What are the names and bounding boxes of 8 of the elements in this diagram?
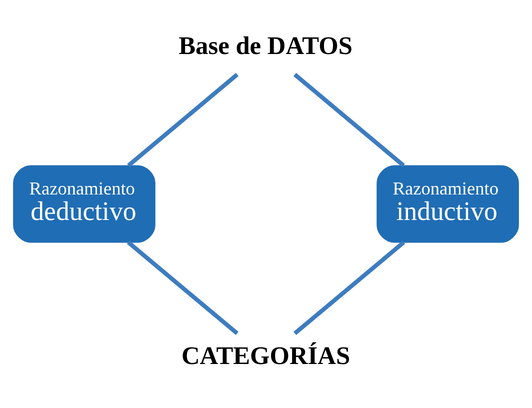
node-text: CATEGORÍAS (181, 342, 350, 370)
node-text: Base de DATOS (178, 32, 352, 60)
connector (127, 72, 239, 168)
connector (293, 72, 405, 168)
node-box: Razonamiento deductivo (13, 165, 156, 243)
connector (126, 240, 238, 336)
connector (294, 240, 406, 336)
node-box: Razonamiento inductivo (376, 165, 519, 243)
